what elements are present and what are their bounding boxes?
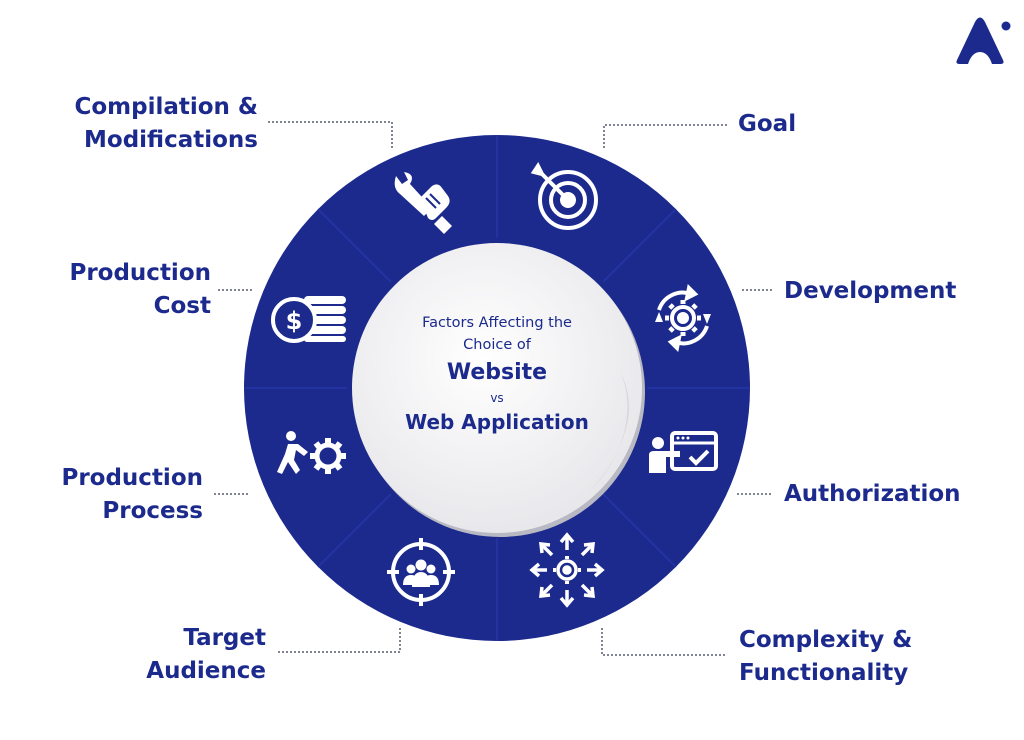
factor-label-target-audience: Target Audience — [146, 625, 266, 684]
center-subtitle: Web Application — [405, 410, 589, 434]
brand-logo-icon — [956, 17, 1011, 64]
center-vs: vs — [490, 391, 504, 405]
center-title: Website — [446, 360, 548, 385]
center-line-1: Factors Affecting the — [422, 315, 572, 331]
person-pushing-gear-icon — [277, 431, 346, 474]
svg-text:$: $ — [286, 307, 303, 335]
factor-label-goal: Goal — [738, 111, 797, 137]
presenter-check-icon — [649, 431, 718, 473]
target-icon — [530, 162, 598, 230]
wrench-hand-icon — [394, 172, 452, 234]
factor-label-development: Development — [784, 278, 957, 304]
factor-ring — [244, 135, 750, 641]
center-line-2: Choice of — [463, 337, 531, 353]
factor-label-authorization: Authorization — [784, 481, 961, 507]
leader-complexity — [601, 628, 727, 656]
gear-arrows-icon — [529, 532, 605, 608]
factor-label-production-process: Production Process — [61, 465, 203, 524]
gear-cycle-icon — [655, 283, 711, 353]
leader-lines — [213, 121, 772, 656]
factor-label-compilation: Compilation & Modifications — [74, 94, 258, 153]
leader-target-audience — [276, 628, 401, 653]
factor-label-complexity: Complexity & Functionality — [739, 627, 913, 686]
leader-compilation — [268, 121, 393, 148]
coins-icon: $ — [271, 296, 346, 343]
factor-label-production-cost: Production Cost — [69, 260, 211, 319]
audience-target-icon — [387, 538, 455, 606]
center-title-block: Factors Affecting the Choice of Website … — [387, 312, 607, 438]
leader-goal — [603, 124, 727, 148]
